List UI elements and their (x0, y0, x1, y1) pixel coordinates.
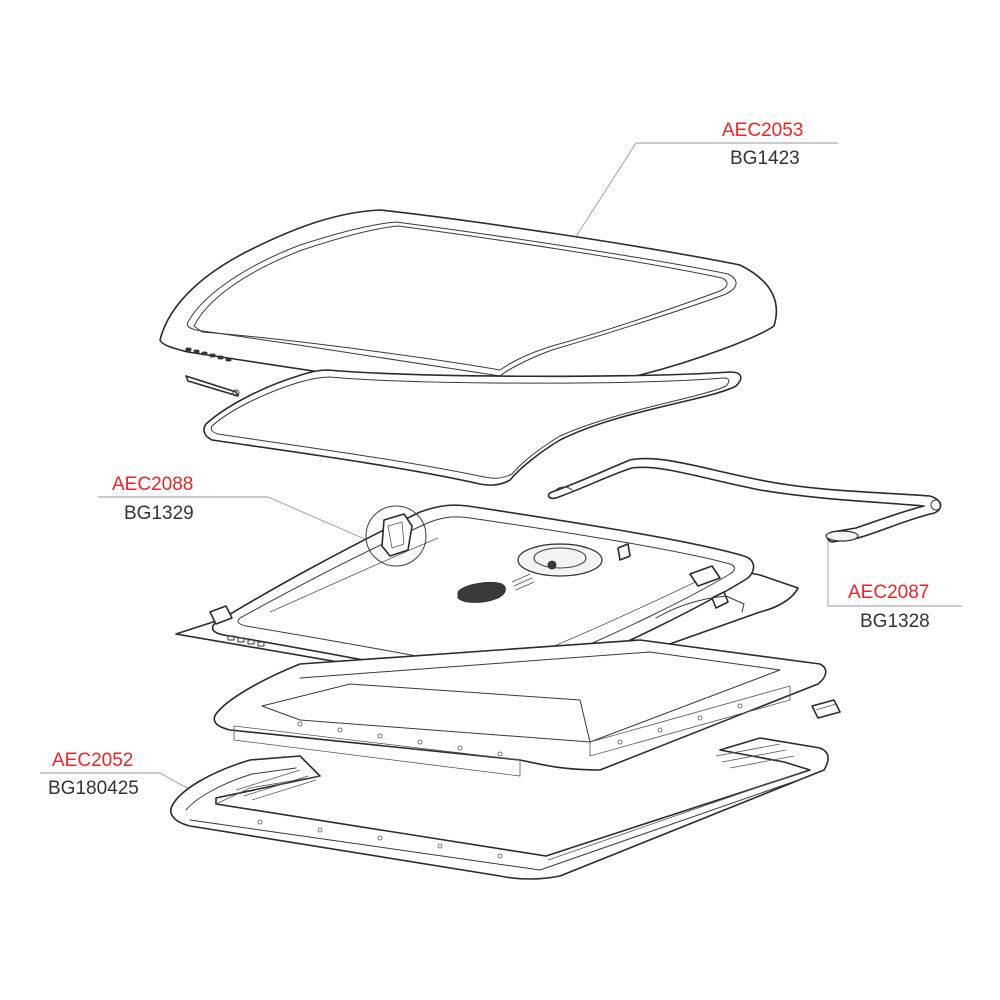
trim-frame (170, 737, 829, 880)
label-code-arm: AEC2087 (848, 582, 929, 603)
frame-slots-left (227, 635, 265, 647)
label-ref-trim: BG180425 (48, 778, 139, 799)
leader-aec2087 (827, 540, 962, 607)
part-labels: AEC2053 BG1423 AEC2088 BG1329 AEC2087 BG… (48, 120, 930, 799)
label-code-frame: AEC2088 (112, 474, 193, 495)
label-ref-arm: BG1328 (860, 611, 930, 632)
label-ref-dome: BG1423 (730, 148, 800, 169)
dome-vents-left (185, 347, 232, 362)
gasket-seal (203, 369, 742, 486)
leader-aec2053 (571, 142, 838, 244)
label-ref-frame: BG1329 (124, 503, 194, 524)
trim-holes (257, 819, 503, 859)
stay-arm (547, 457, 942, 543)
label-code-dome: AEC2053 (722, 120, 803, 141)
plate-holes (297, 703, 743, 757)
leader-aec2088 (98, 496, 405, 557)
label-code-trim: AEC2052 (52, 750, 133, 771)
mounting-plate (213, 639, 841, 777)
